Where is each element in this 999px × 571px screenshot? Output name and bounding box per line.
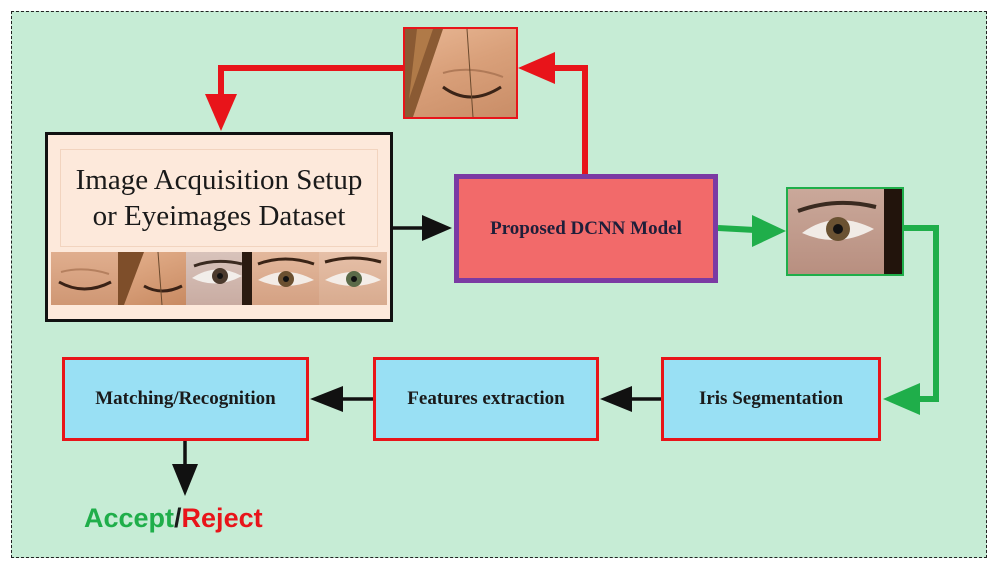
- features-extraction-label: Features extraction: [407, 388, 565, 409]
- acquisition-title: Image Acquisition Setup or Eyeimages Dat…: [60, 149, 378, 247]
- black-arrowhead-matching: [310, 386, 343, 412]
- closed-eye-image-icon: [51, 252, 118, 305]
- open-eye-image-icon: [319, 252, 387, 305]
- result-label: Accept/Reject: [84, 503, 263, 534]
- accept-label: Accept: [84, 503, 175, 533]
- open-eye-image-icon: [252, 252, 319, 305]
- dcnn-model-label: Proposed DCNN Model: [490, 217, 682, 239]
- red-arrowhead-down: [205, 94, 237, 131]
- green-line-eye-to-iris: [904, 225, 939, 402]
- red-feedback-line-down: [218, 65, 404, 98]
- closed-eye-with-hair-image-icon: [118, 252, 186, 305]
- matching-recognition-box: Matching/Recognition: [62, 357, 309, 441]
- red-arrowhead-left: [518, 52, 555, 84]
- black-arrowhead-model: [422, 215, 452, 241]
- iris-segmentation-box: Iris Segmentation: [661, 357, 881, 441]
- reject-label: Reject: [181, 503, 263, 533]
- green-arrow-model-to-eye: [717, 225, 756, 233]
- image-acquisition-box: Image Acquisition Setup or Eyeimages Dat…: [45, 132, 393, 322]
- iris-segmentation-label: Iris Segmentation: [698, 388, 844, 409]
- green-arrowhead-eye: [752, 215, 786, 247]
- closed-eye-image-icon: [403, 27, 518, 119]
- proposed-dcnn-model-box: Proposed DCNN Model: [454, 174, 718, 283]
- red-feedback-line-up: [553, 65, 588, 174]
- black-arrowhead-features: [600, 386, 632, 412]
- acquisition-title-line1: Image Acquisition Setup: [75, 164, 363, 196]
- green-arrowhead-iris: [883, 383, 920, 415]
- result-separator: /: [174, 503, 182, 533]
- matching-recognition-label: Matching/Recognition: [95, 388, 276, 409]
- open-eye-image-icon: [186, 252, 252, 305]
- features-extraction-box: Features extraction: [373, 357, 599, 441]
- open-eye-image-icon: [786, 187, 904, 276]
- acquisition-title-line2: or Eyeimages Dataset: [92, 200, 346, 232]
- black-arrowhead-result: [172, 464, 198, 496]
